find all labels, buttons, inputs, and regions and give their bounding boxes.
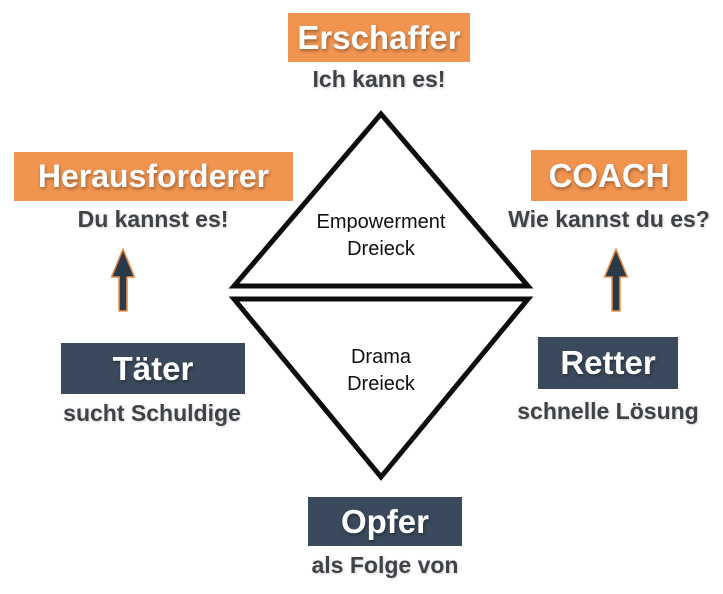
- drama-triangle-shape: [228, 296, 534, 481]
- role-box-erschaffer: Erschaffer: [288, 13, 470, 62]
- empowerment-triangle-label-line1: Empowerment: [316, 211, 446, 233]
- role-label-retter: Retter: [560, 344, 656, 381]
- role-box-opfer: Opfer: [308, 497, 462, 546]
- role-label-erschaffer: Erschaffer: [297, 18, 461, 56]
- right-up-arrow-icon: [603, 248, 629, 312]
- subtitle-retter: schnelle Lösung: [517, 398, 699, 424]
- subtitle-opfer: als Folge von: [311, 552, 459, 578]
- drama-triangle-label: Drama Dreieck: [281, 344, 481, 398]
- empowerment-triangle-label-line2: Dreieck: [347, 238, 415, 260]
- role-box-herausforderer: Herausforderer: [14, 152, 293, 201]
- subtitle-taeter: sucht Schuldige: [63, 400, 241, 426]
- role-label-herausforderer: Herausforderer: [37, 158, 270, 194]
- subtitle-erschaffer: Ich kann es!: [312, 66, 446, 92]
- empowerment-triangle-label: Empowerment Dreieck: [281, 209, 481, 263]
- role-box-retter: Retter: [538, 337, 678, 389]
- left-up-arrow-icon: [110, 248, 136, 312]
- role-label-opfer: Opfer: [340, 502, 429, 540]
- role-box-coach: COACH: [531, 150, 687, 201]
- role-label-taeter: Täter: [112, 349, 194, 387]
- empowerment-triangle-shape: [228, 110, 534, 289]
- drama-triangle-label-line1: Drama: [350, 346, 411, 368]
- subtitle-coach: Wie kannst du es?: [508, 206, 710, 232]
- role-label-coach: COACH: [548, 156, 670, 194]
- role-box-taeter: Täter: [61, 343, 245, 394]
- subtitle-herausforderer: Du kannst es!: [77, 206, 229, 232]
- drama-triangle-label-line2: Dreieck: [347, 373, 415, 395]
